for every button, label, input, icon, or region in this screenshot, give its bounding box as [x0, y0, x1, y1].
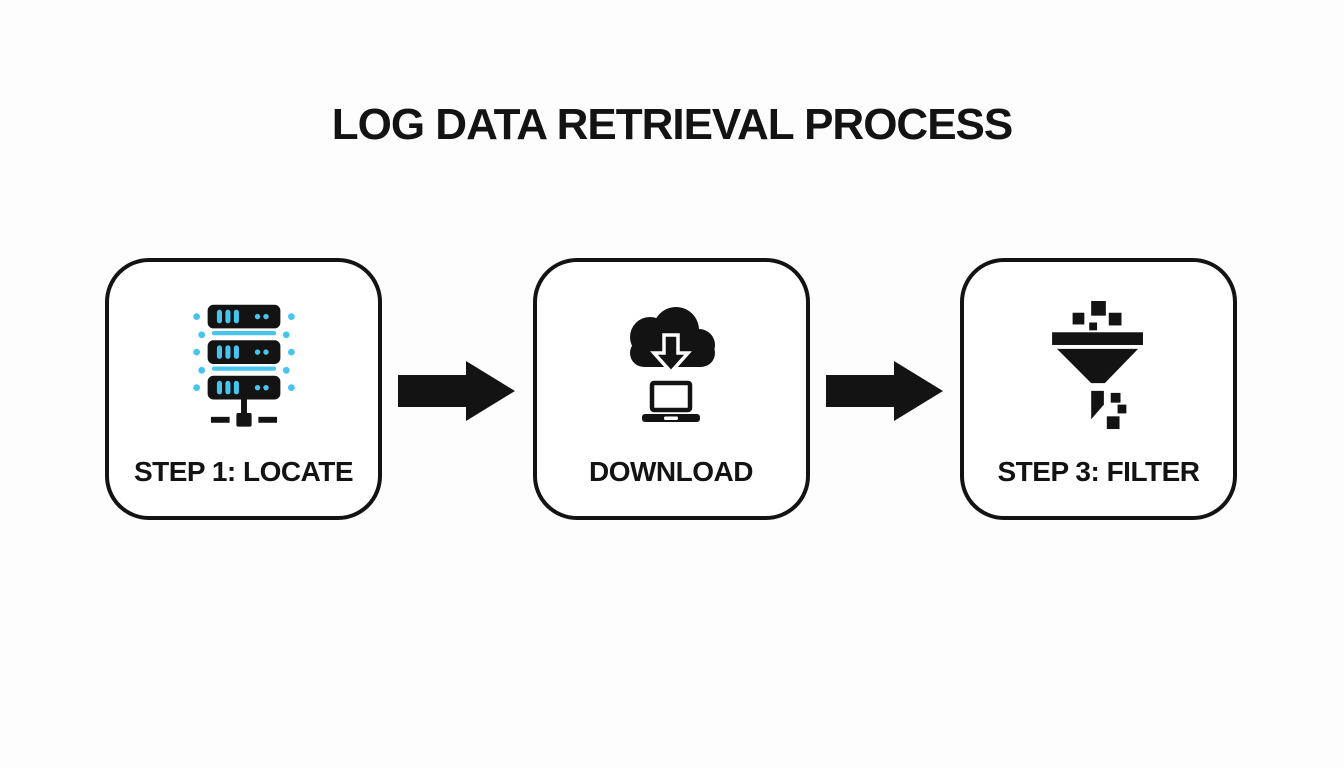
diagram-title: LOG DATA RETRIEVAL PROCESS: [331, 100, 1014, 149]
cloud-download-icon: [621, 300, 721, 432]
step-label: STEP 3: FILTER: [997, 456, 1201, 487]
server-rack-icon: [189, 300, 299, 432]
step-label: DOWNLOAD: [589, 456, 753, 487]
step-card-filter: STEP 3: FILTER: [960, 258, 1237, 520]
arrow-right-icon: [398, 360, 516, 422]
step-card-download: DOWNLOAD: [532, 258, 810, 520]
arrow-right-icon: [825, 360, 944, 422]
funnel-filter-icon: [1050, 300, 1148, 432]
step-label: STEP 1: LOCATE: [133, 456, 354, 487]
step-card-locate: STEP 1: LOCATE: [105, 258, 382, 520]
flow-row: STEP 1: LOCATE: [105, 258, 1237, 520]
